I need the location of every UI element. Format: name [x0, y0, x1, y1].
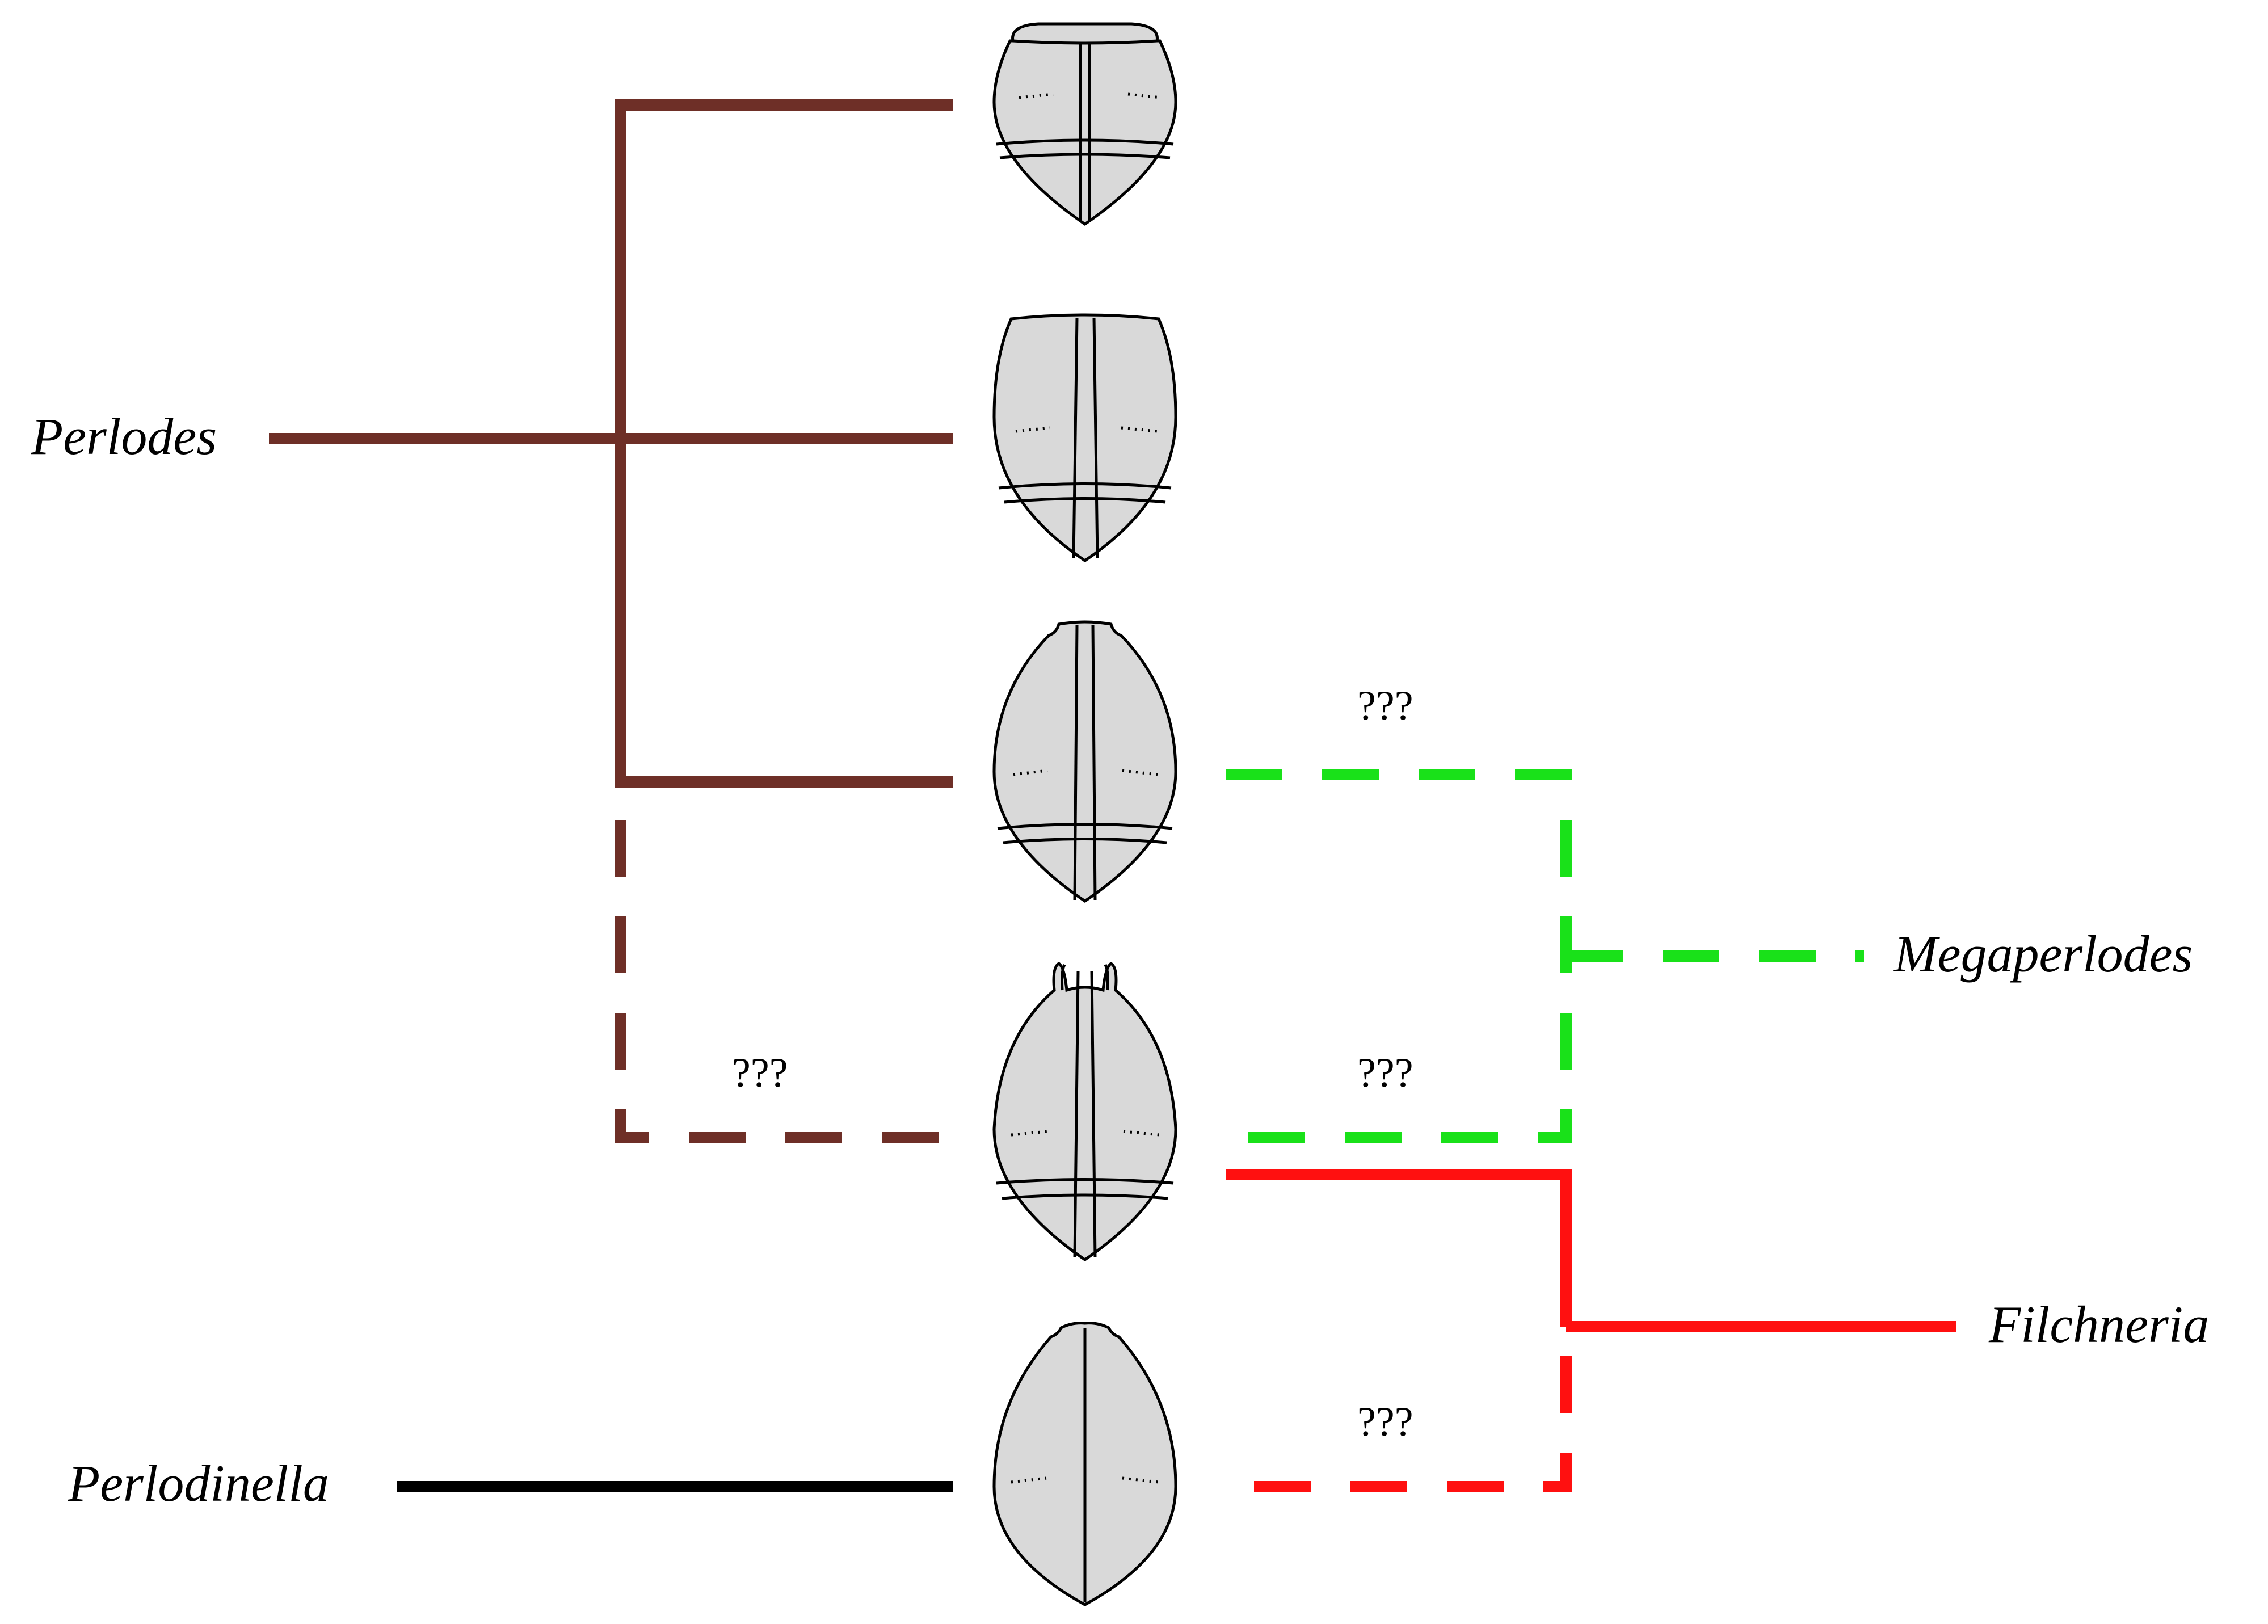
- egg-single-ridge-icon: [992, 1322, 1177, 1606]
- filchneria-egg5-uncertainty-label: ???: [1357, 1399, 1413, 1445]
- perlodes-label: Perlodes: [31, 407, 217, 465]
- perlodes-to-egg4-dashed-line: [615, 820, 953, 1143]
- egg-with-collar-icon: [992, 22, 1177, 226]
- egg-notched-icon: [992, 620, 1177, 903]
- perlodes-branches: [269, 99, 953, 1143]
- filchneria-branches: [1226, 1169, 1956, 1492]
- perlodes-egg4-uncertainty-label: ???: [732, 1050, 788, 1096]
- megaperlodes-branches: [1226, 769, 1864, 1143]
- megaperlodes-egg3-uncertainty-label: ???: [1357, 683, 1413, 729]
- filchneria-to-egg4-line: [1226, 1169, 1572, 1327]
- egg-horned-icon: [992, 962, 1177, 1262]
- filchneria-label: Filchneria: [1988, 1295, 2209, 1353]
- megaperlodes-egg4-uncertainty-label: ???: [1357, 1050, 1413, 1096]
- perlodinella-label: Perlodinella: [68, 1454, 329, 1512]
- megaperlodes-label: Megaperlodes: [1893, 925, 2193, 983]
- egg-truncate-icon: [992, 313, 1177, 563]
- filchneria-to-egg5-dashed-line: [1226, 1356, 1572, 1492]
